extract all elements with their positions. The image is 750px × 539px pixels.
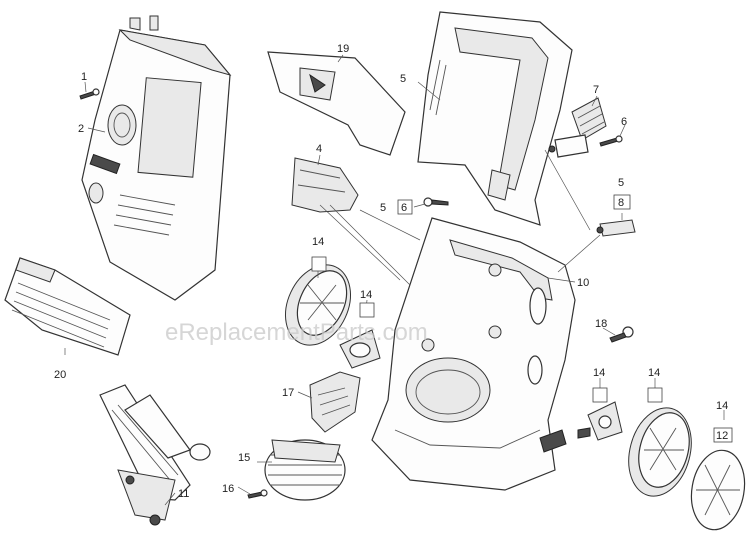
callout-11: 11 [178,488,189,500]
callout-14-right-bracket: 14 [593,367,605,379]
callout-14-hubcap: 14 [716,400,728,412]
part-14-wheel-right [628,407,692,497]
callout-17: 17 [282,387,294,399]
part-4-clip-bracket [291,157,359,213]
callout-box-6 [397,199,413,215]
callout-14-left-cap: 14 [360,289,372,301]
part-10-main-housing [371,217,576,491]
callout-19: 19 [337,43,349,55]
callout-box-12 [713,427,733,443]
callout-10: 10 [577,277,589,289]
callout-18: 18 [595,318,607,330]
callout-boxes [311,194,733,443]
part-18-screw [609,326,634,343]
part-14-axle-cap-left [339,329,381,369]
callout-4: 4 [316,143,322,155]
callout-20: 20 [54,369,66,381]
part-14-wheel-left [285,264,351,346]
part-16-screw [247,489,268,499]
callout-box-14b [359,302,375,318]
callout-box-14d [647,387,663,403]
part-12-hubcap [690,449,746,531]
part-20-grille [4,257,131,356]
callout-2: 2 [78,123,84,135]
callout-5-right: 5 [618,177,624,189]
part-6-screw [599,135,623,147]
callout-8: 8 [618,197,624,209]
part-1-screw [79,88,100,100]
leader-lines [64,54,725,506]
part-8-clamp [596,219,636,237]
callout-box-8 [613,194,631,210]
callout-6-boxed: 6 [401,202,407,214]
callout-14-left-wheel: 14 [312,236,324,248]
callout-14-right-wheel: 14 [648,367,660,379]
callout-labels: 1 2 4 5 5 5 6 6 7 8 10 11 12 14 14 14 14… [54,43,728,500]
part-6-bolt [423,197,449,207]
part-19-handle-cover [267,51,406,156]
callout-16: 16 [222,483,234,495]
callout-box-14c [592,387,608,403]
callout-7: 7 [593,84,599,96]
part-7-bracket [548,97,607,158]
part-11-hose-holder [99,384,211,526]
callout-box-14a [311,256,327,272]
part-14-axle-bracket-right [577,401,623,441]
callout-6-right: 6 [621,116,627,128]
part-15-hose-reel-hub [264,439,346,501]
callout-1: 1 [81,71,87,83]
part-17-bracket [309,371,361,433]
part-2-front-cover [81,15,232,301]
part-5-frame-handle [417,11,573,226]
callout-12: 12 [716,430,728,442]
callout-15: 15 [238,452,250,464]
callout-5-middle: 5 [380,202,386,214]
watermark: eReplacementParts.com [165,319,428,346]
callout-5-top: 5 [400,73,406,85]
